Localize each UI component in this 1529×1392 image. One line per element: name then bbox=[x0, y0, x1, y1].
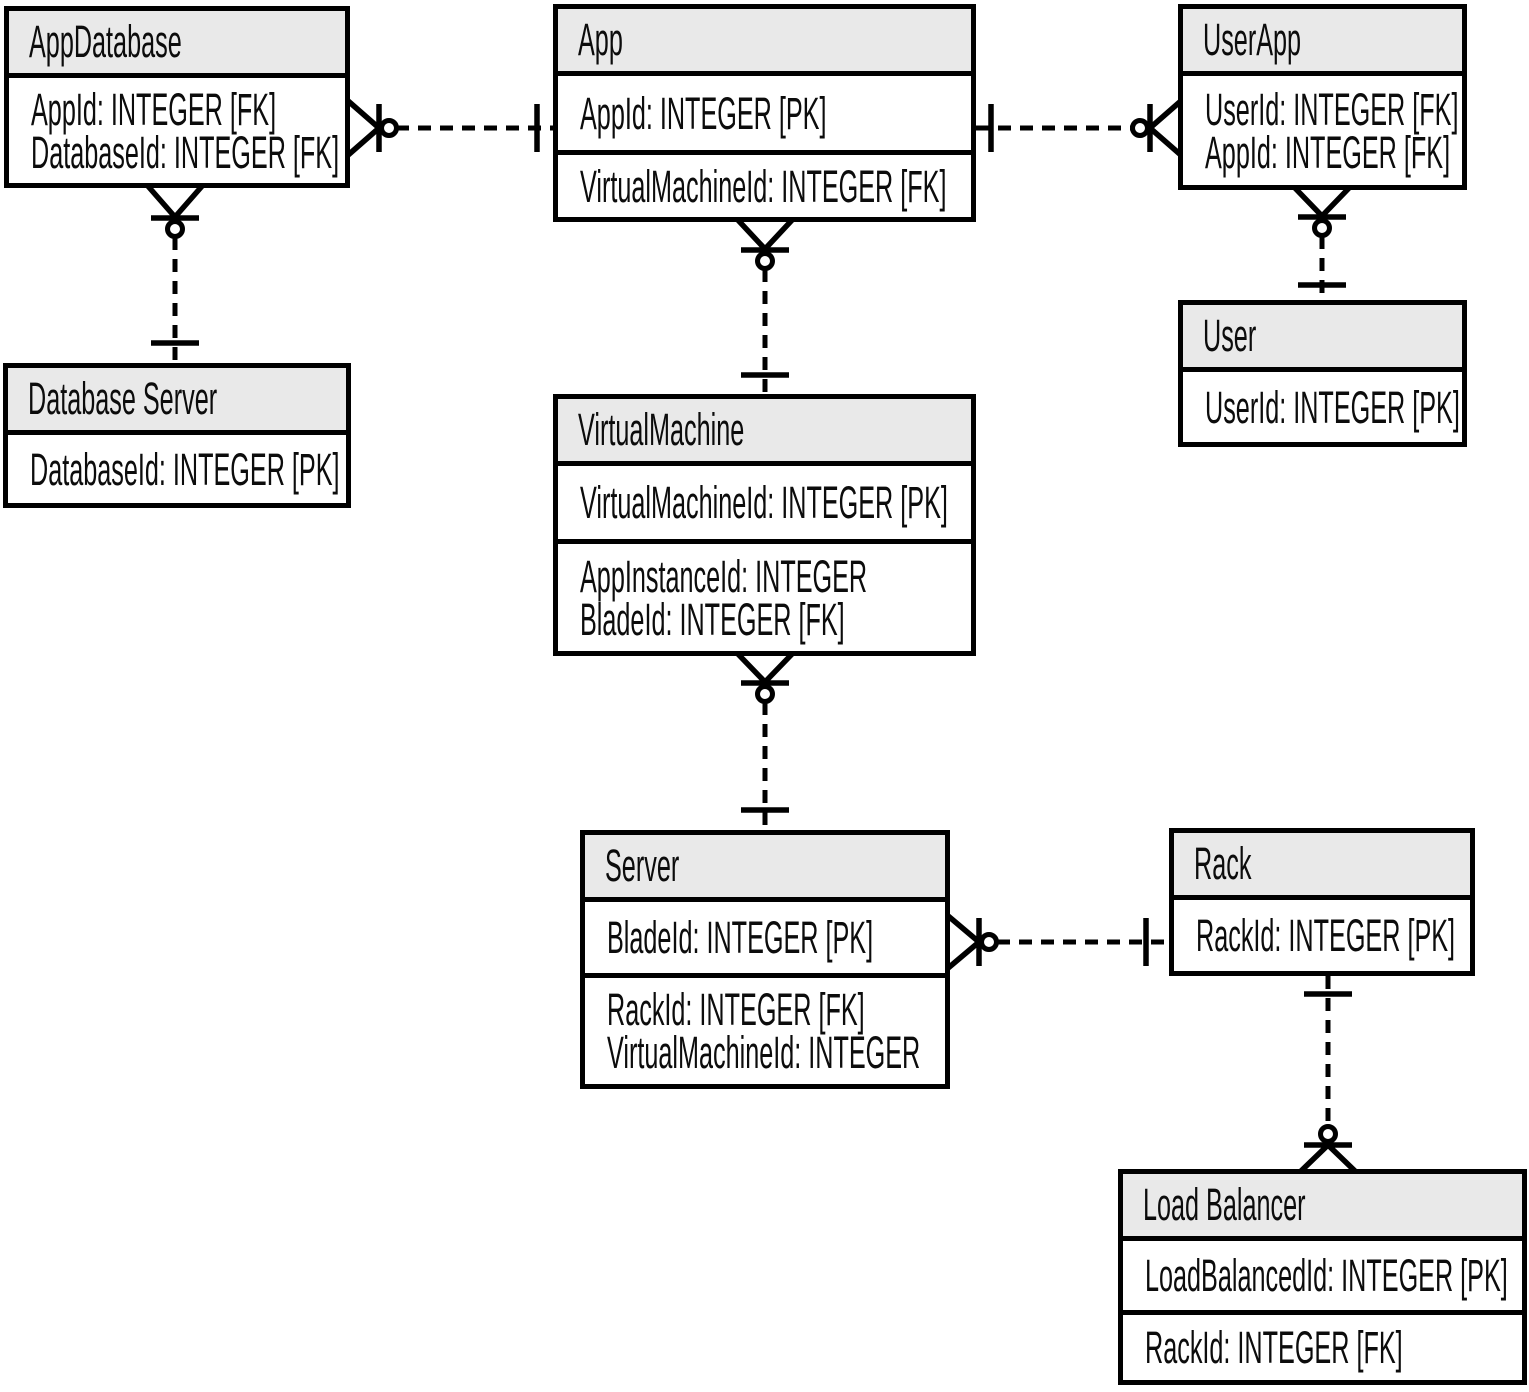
field-row: UserId: INTEGER [FK] bbox=[1205, 83, 1459, 135]
relationship-virtualmachine-server bbox=[735, 651, 795, 830]
entity-app-fields: VirtualMachineId: INTEGER [FK] bbox=[558, 150, 971, 217]
entity-database-server-fields: DatabaseId: INTEGER [PK] bbox=[8, 435, 346, 503]
relationship-rack-loadbalancer bbox=[1298, 976, 1358, 1174]
field-row: VirtualMachineId: INTEGER bbox=[607, 1027, 921, 1078]
field-row: VirtualMachineId: INTEGER [PK] bbox=[580, 477, 948, 528]
field-row: RackId: INTEGER [FK] bbox=[1145, 1322, 1403, 1373]
relationship-server-rack bbox=[945, 912, 1169, 972]
entity-server-header: Server bbox=[585, 835, 945, 902]
entity-database-server: Database Server DatabaseId: INTEGER [PK] bbox=[3, 363, 351, 508]
zero-or-many-circle bbox=[755, 684, 775, 704]
entity-app: App AppId: INTEGER [PK] VirtualMachineId… bbox=[553, 4, 976, 222]
entity-load-balancer-header: Load Balancer bbox=[1123, 1174, 1522, 1241]
entity-user: User UserId: INTEGER [PK] bbox=[1178, 300, 1467, 447]
entity-virtualmachine-header: VirtualMachine bbox=[558, 399, 971, 466]
field-row: AppId: INTEGER [PK] bbox=[580, 87, 827, 139]
field-row: RackId: INTEGER [PK] bbox=[1196, 910, 1456, 961]
field-row: AppId: INTEGER [FK] bbox=[1205, 126, 1451, 178]
entity-user-fields: UserId: INTEGER [PK] bbox=[1183, 372, 1462, 442]
zero-or-many-circle bbox=[979, 932, 999, 952]
entity-server: Server BladeId: INTEGER [PK] RackId: INT… bbox=[580, 830, 950, 1089]
entity-appdatabase: AppDatabase AppId: INTEGER [FK] Database… bbox=[4, 6, 350, 188]
entity-name: AppDatabase bbox=[29, 16, 182, 67]
field-row: AppId: INTEGER [FK] bbox=[31, 83, 277, 135]
entity-virtualmachine: VirtualMachine VirtualMachineId: INTEGER… bbox=[553, 394, 976, 656]
entity-rack-header: Rack bbox=[1174, 833, 1470, 900]
relationship-appdatabase-databaseserver bbox=[144, 183, 206, 363]
relationship-userapp-user bbox=[1292, 185, 1352, 300]
relationship-appdatabase-app bbox=[345, 97, 553, 159]
entity-user-header: User bbox=[1183, 305, 1462, 372]
field-row: VirtualMachineId: INTEGER [FK] bbox=[580, 160, 947, 212]
entity-load-balancer: Load Balancer LoadBalancedId: INTEGER [P… bbox=[1118, 1169, 1527, 1385]
entity-name: User bbox=[1203, 310, 1257, 361]
entity-server-fields: RackId: INTEGER [FK] VirtualMachineId: I… bbox=[585, 973, 945, 1084]
field-row: BladeId: INTEGER [PK] bbox=[607, 912, 874, 963]
entity-database-server-header: Database Server bbox=[8, 368, 346, 435]
field-row: BladeId: INTEGER [FK] bbox=[580, 593, 845, 645]
relationship-app-virtualmachine bbox=[734, 217, 796, 394]
zero-or-many-circle bbox=[1312, 218, 1332, 238]
field-row: RackId: INTEGER [FK] bbox=[607, 984, 865, 1035]
entity-virtualmachine-fields: AppInstanceId: INTEGER BladeId: INTEGER … bbox=[558, 539, 971, 651]
entity-name: Load Balancer bbox=[1143, 1179, 1306, 1230]
entity-rack-fields: RackId: INTEGER [PK] bbox=[1174, 900, 1470, 971]
entity-load-balancer-fields: RackId: INTEGER [FK] bbox=[1123, 1310, 1522, 1380]
entity-rack: Rack RackId: INTEGER [PK] bbox=[1169, 828, 1475, 976]
entity-app-header: App bbox=[558, 9, 971, 76]
entity-userapp-fields: UserId: INTEGER [FK] AppId: INTEGER [FK] bbox=[1183, 76, 1462, 185]
entity-server-pk: BladeId: INTEGER [PK] bbox=[585, 902, 945, 973]
entity-load-balancer-pk: LoadBalancedId: INTEGER [PK] bbox=[1123, 1241, 1522, 1310]
entity-name: Rack bbox=[1194, 838, 1252, 889]
field-row: UserId: INTEGER [PK] bbox=[1205, 381, 1460, 433]
entity-userapp-header: UserApp bbox=[1183, 9, 1462, 76]
entity-name: VirtualMachine bbox=[578, 404, 745, 455]
entity-appdatabase-fields: AppId: INTEGER [FK] DatabaseId: INTEGER … bbox=[9, 78, 345, 183]
entity-userapp: UserApp UserId: INTEGER [FK] AppId: INTE… bbox=[1178, 4, 1467, 190]
entity-appdatabase-header: AppDatabase bbox=[9, 11, 345, 78]
zero-or-many-circle bbox=[165, 219, 185, 239]
entity-name: Database Server bbox=[28, 373, 218, 424]
entity-name: UserApp bbox=[1203, 14, 1302, 65]
field-row: AppInstanceId: INTEGER bbox=[580, 550, 868, 602]
zero-or-many-circle bbox=[379, 118, 399, 138]
zero-or-many-circle bbox=[755, 251, 775, 271]
relationship-app-userapp bbox=[976, 97, 1184, 159]
entity-app-pk: AppId: INTEGER [PK] bbox=[558, 76, 971, 150]
field-row: DatabaseId: INTEGER [PK] bbox=[30, 443, 340, 495]
zero-or-many-circle bbox=[1130, 118, 1150, 138]
field-row: DatabaseId: INTEGER [FK] bbox=[31, 126, 340, 178]
entity-name: Server bbox=[605, 840, 680, 891]
zero-or-many-circle bbox=[1318, 1124, 1338, 1144]
entity-name: App bbox=[578, 14, 623, 65]
entity-virtualmachine-pk: VirtualMachineId: INTEGER [PK] bbox=[558, 466, 971, 539]
field-row: LoadBalancedId: INTEGER [PK] bbox=[1145, 1250, 1508, 1301]
